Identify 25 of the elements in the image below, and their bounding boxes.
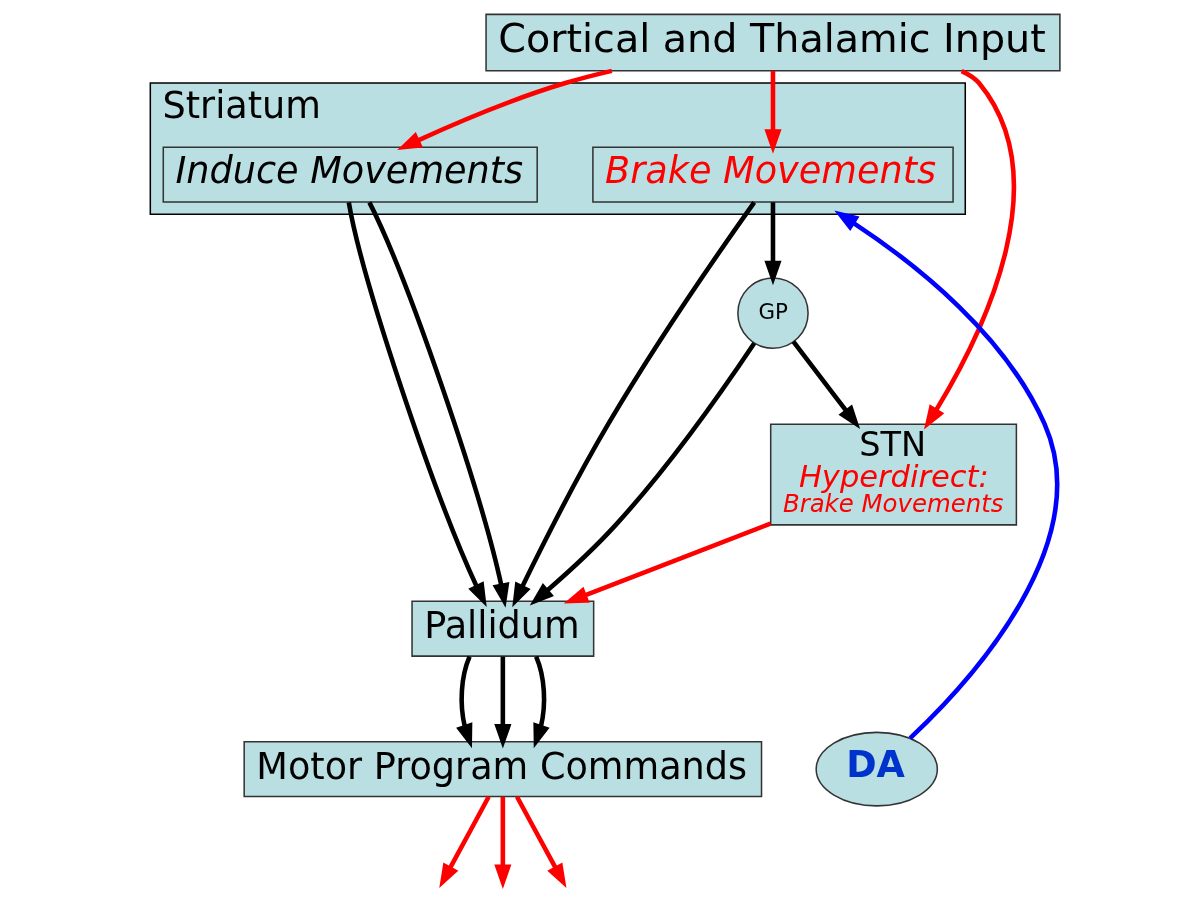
- arrow: [396, 68, 612, 150]
- arrow: [493, 796, 511, 889]
- arrow: [563, 521, 771, 604]
- arrow: [514, 795, 566, 889]
- arrow: [833, 210, 1059, 740]
- arrow: [791, 340, 860, 430]
- arrow: [493, 656, 511, 749]
- arrow: [532, 655, 550, 749]
- arrow: [366, 201, 509, 608]
- node-box: Motor Program Commands: [242, 740, 762, 798]
- arrow: [511, 201, 756, 608]
- arrow: [763, 202, 782, 286]
- node-ellipse: DA: [814, 731, 938, 807]
- arrow: [438, 795, 491, 889]
- arrow: [529, 341, 756, 606]
- arrow: [346, 201, 487, 608]
- arrow: [763, 70, 782, 154]
- arrow: [923, 69, 1016, 430]
- node-box: Induce Movements: [162, 146, 538, 203]
- node-box: Brake Movements: [591, 146, 954, 203]
- node-box: Cortical and Thalamic Input: [484, 13, 1061, 72]
- node-box: Pallidum: [410, 600, 594, 657]
- arrow: [455, 655, 472, 749]
- node-circle: GP: [736, 277, 809, 349]
- node-box: STN Hyperdirect: Brake Movements: [769, 423, 1017, 526]
